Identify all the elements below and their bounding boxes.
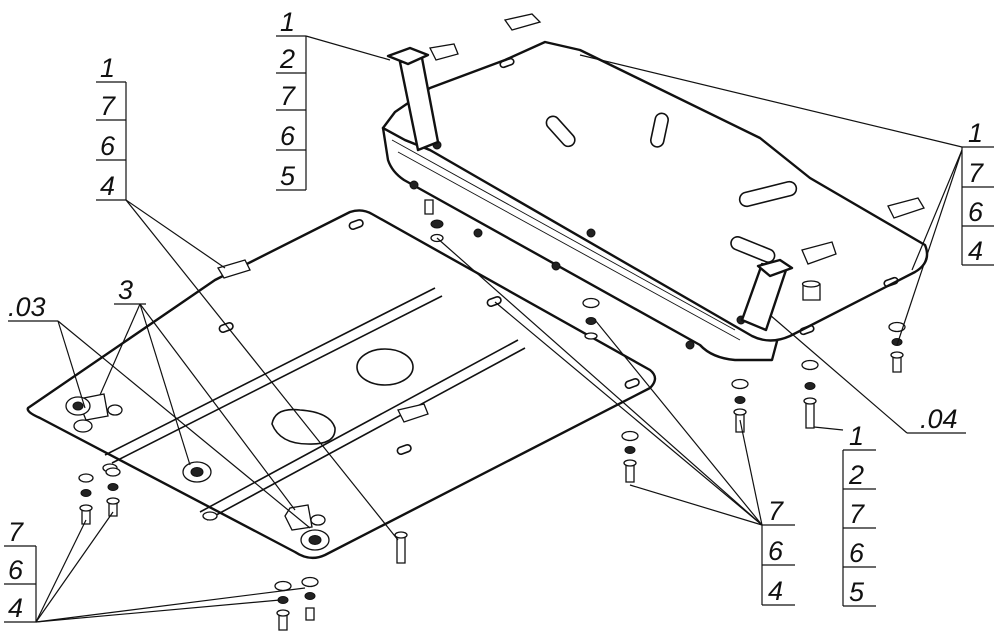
callout-label: 4 (768, 576, 783, 606)
callout-label: 6 (8, 555, 24, 585)
callout-bottom-left: 7 6 4 (4, 517, 37, 623)
callout-bottom-center: 7 6 4 (761, 496, 795, 606)
callout-right-lower: 1 2 7 6 5 (842, 421, 876, 607)
callout-top-center: 1 2 7 6 5 (276, 7, 307, 191)
callout-label: 4 (8, 593, 23, 623)
callout-top-left: 1 7 6 4 (96, 53, 127, 201)
label-item-3: 3 (114, 275, 146, 305)
callout-label: 1 (100, 53, 115, 83)
leader-lines (35, 35, 963, 623)
callout-label: 6 (849, 538, 865, 568)
callout-label: 6 (968, 197, 984, 227)
callout-label: 6 (768, 536, 784, 566)
callout-right-upper: 1 7 6 4 (961, 118, 994, 266)
label-front-part: .03 (8, 292, 58, 322)
callout-label: 7 (100, 91, 116, 121)
callout-label: 4 (968, 236, 983, 266)
callout-label: 1 (968, 118, 983, 148)
label-rear-part: .04 (907, 404, 966, 434)
callout-label: 7 (849, 499, 865, 529)
part-label-03: .03 (8, 292, 46, 322)
callout-label: 7 (768, 496, 784, 526)
part-label-04: .04 (920, 404, 958, 434)
rear-skid-plate (381, 13, 929, 362)
callout-label: 7 (968, 158, 984, 188)
callout-label: 6 (280, 121, 296, 151)
callout-label: 4 (100, 171, 115, 201)
callout-label: 7 (280, 81, 296, 111)
part-label-3: 3 (118, 275, 133, 305)
callout-label: 2 (279, 44, 295, 74)
callout-label: 1 (849, 421, 864, 451)
fastener-stacks (78, 199, 906, 631)
callout-label: 1 (280, 7, 295, 37)
callout-label: 6 (100, 131, 116, 161)
callout-label: 5 (849, 577, 865, 607)
callout-label: 7 (8, 517, 24, 547)
callout-label: 2 (848, 460, 864, 490)
callout-label: 5 (280, 161, 296, 191)
